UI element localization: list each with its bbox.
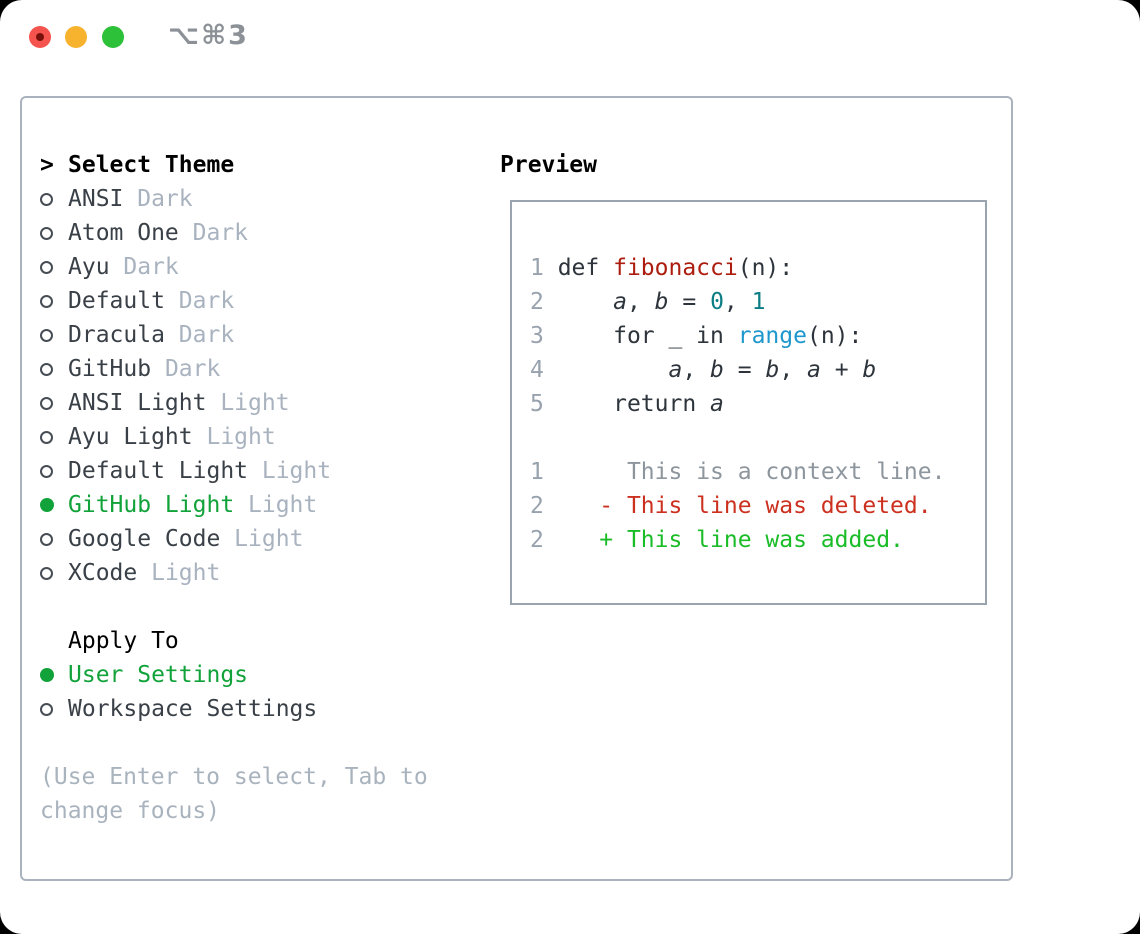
theme-option-xcode[interactable]: XCode Light xyxy=(40,556,480,590)
radio-icon xyxy=(40,566,53,580)
minimize-button[interactable] xyxy=(65,26,87,48)
theme-variant-tag: Dark xyxy=(164,322,235,348)
radio-icon xyxy=(40,362,53,376)
code-preview: 1 def fibonacci(n): 2 a, b = 0, 1 3 for _ … xyxy=(512,202,985,557)
theme-variant-tag: Dark xyxy=(109,254,179,280)
code-line: 2 + This line was added. xyxy=(530,527,904,553)
preview-box: 1 def fibonacci(n): 2 a, b = 0, 1 3 for _ … xyxy=(510,200,987,605)
radio-icon xyxy=(40,328,53,342)
theme-option-ansi-light[interactable]: ANSI Light Light xyxy=(40,386,480,420)
theme-option-label: ANSI Light xyxy=(68,390,207,416)
theme-option-label: ANSI xyxy=(68,186,124,212)
theme-option-google-code[interactable]: Google Code Light xyxy=(40,522,480,556)
apply-to-header: Apply To xyxy=(40,624,480,658)
theme-variant-tag: Light xyxy=(137,560,221,586)
radio-icon xyxy=(40,192,53,206)
theme-option-default-light[interactable]: Default Light Light xyxy=(40,454,480,488)
unsaved-indicator-icon xyxy=(36,33,44,41)
apply-to-title: Apply To xyxy=(68,628,179,654)
theme-option-label: Atom One xyxy=(68,220,179,246)
picker-title: Select Theme xyxy=(68,152,235,178)
code-line: 1 def fibonacci(n): xyxy=(530,255,794,281)
radio-icon xyxy=(40,532,53,546)
theme-variant-tag: Dark xyxy=(164,288,235,314)
theme-option-default[interactable]: Default Dark xyxy=(40,284,480,318)
code-line: 5 return a xyxy=(530,391,724,417)
theme-option-ansi[interactable]: ANSI Dark xyxy=(40,182,480,216)
window-hotkey-label: ⌥⌘3 xyxy=(168,20,249,51)
theme-option-label: Google Code xyxy=(68,526,221,552)
radio-icon xyxy=(40,260,53,274)
selected-radio-icon xyxy=(40,668,54,682)
theme-option-label: Default Light xyxy=(68,458,249,484)
theme-option-github[interactable]: GitHub Dark xyxy=(40,352,480,386)
code-line: 2 a, b = 0, 1 xyxy=(530,289,766,315)
code-line: 4 a, b = b, a + b xyxy=(530,357,877,383)
theme-option-label: Dracula xyxy=(68,322,165,348)
radio-icon xyxy=(40,226,53,240)
apply-option-user-settings[interactable]: User Settings xyxy=(40,658,480,692)
theme-option-label: Ayu xyxy=(68,254,110,280)
radio-icon xyxy=(40,430,53,444)
radio-icon xyxy=(40,464,53,478)
code-line: 1 This is a context line. xyxy=(530,459,946,485)
close-button[interactable] xyxy=(29,26,51,48)
radio-icon xyxy=(40,702,53,716)
theme-option-label: Ayu Light xyxy=(68,424,193,450)
theme-variant-tag: Light xyxy=(248,458,332,484)
preview-title: Preview xyxy=(500,152,597,178)
code-line xyxy=(530,421,985,455)
spacer xyxy=(40,590,480,624)
theme-variant-tag: Light xyxy=(234,492,318,518)
theme-option-ayu[interactable]: Ayu Dark xyxy=(40,250,480,284)
code-line: 3 for _ in range(n): xyxy=(530,323,863,349)
theme-option-github-light[interactable]: GitHub Light Light xyxy=(40,488,480,522)
theme-variant-tag: Dark xyxy=(123,186,193,212)
radio-icon xyxy=(40,396,53,410)
maximize-button[interactable] xyxy=(102,26,124,48)
theme-option-label: GitHub Light xyxy=(68,492,235,518)
theme-option-label: Default xyxy=(68,288,165,314)
usage-hint-line-2: change focus) xyxy=(40,798,221,824)
theme-option-label: GitHub xyxy=(68,356,152,382)
theme-option-atom-one[interactable]: Atom One Dark xyxy=(40,216,480,250)
theme-option-dracula[interactable]: Dracula Dark xyxy=(40,318,480,352)
picker-header: > Select Theme xyxy=(40,148,480,182)
usage-hint-line-1: (Use Enter to select, Tab to xyxy=(40,764,428,790)
window-titlebar: ⌥⌘3 xyxy=(0,0,1140,74)
theme-variant-tag: Light xyxy=(206,390,290,416)
prompt-icon: > xyxy=(40,152,54,178)
theme-option-ayu-light[interactable]: Ayu Light Light xyxy=(40,420,480,454)
theme-variant-tag: Light xyxy=(192,424,276,450)
theme-variant-tag: Dark xyxy=(151,356,221,382)
apply-option-workspace-settings[interactable]: Workspace Settings xyxy=(40,692,480,726)
theme-variant-tag: Dark xyxy=(178,220,249,246)
apply-option-label: User Settings xyxy=(68,662,249,688)
theme-option-label: XCode xyxy=(68,560,138,586)
code-line: 2 - This line was deleted. xyxy=(530,493,932,519)
theme-variant-tag: Light xyxy=(220,526,304,552)
spacer xyxy=(40,726,480,760)
radio-icon xyxy=(40,294,53,308)
apply-option-label: Workspace Settings xyxy=(68,696,318,722)
selected-radio-icon xyxy=(40,498,54,512)
